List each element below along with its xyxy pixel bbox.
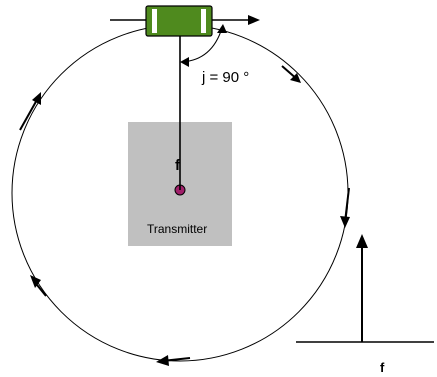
angle-arc-arrowhead-right bbox=[217, 24, 227, 33]
orbit-arrow-left bbox=[19, 92, 41, 131]
transmitter-label: Transmitter bbox=[147, 222, 207, 236]
angle-arc-arrowhead-left bbox=[180, 57, 189, 67]
angle-label: j = 90 ° bbox=[201, 69, 249, 86]
field-label-corner: f bbox=[380, 360, 385, 375]
field-label-center: f bbox=[175, 157, 181, 174]
vehicle-icon bbox=[145, 5, 213, 37]
orbit-arrow-top-right bbox=[281, 65, 301, 83]
orbit-arrow-bottom bbox=[156, 355, 191, 366]
velocity-arrowhead bbox=[248, 15, 260, 25]
field-vector-arrowhead bbox=[356, 234, 368, 248]
orbit-arrow-bottom-left bbox=[30, 275, 47, 297]
orbit-arrow-right bbox=[340, 187, 350, 228]
